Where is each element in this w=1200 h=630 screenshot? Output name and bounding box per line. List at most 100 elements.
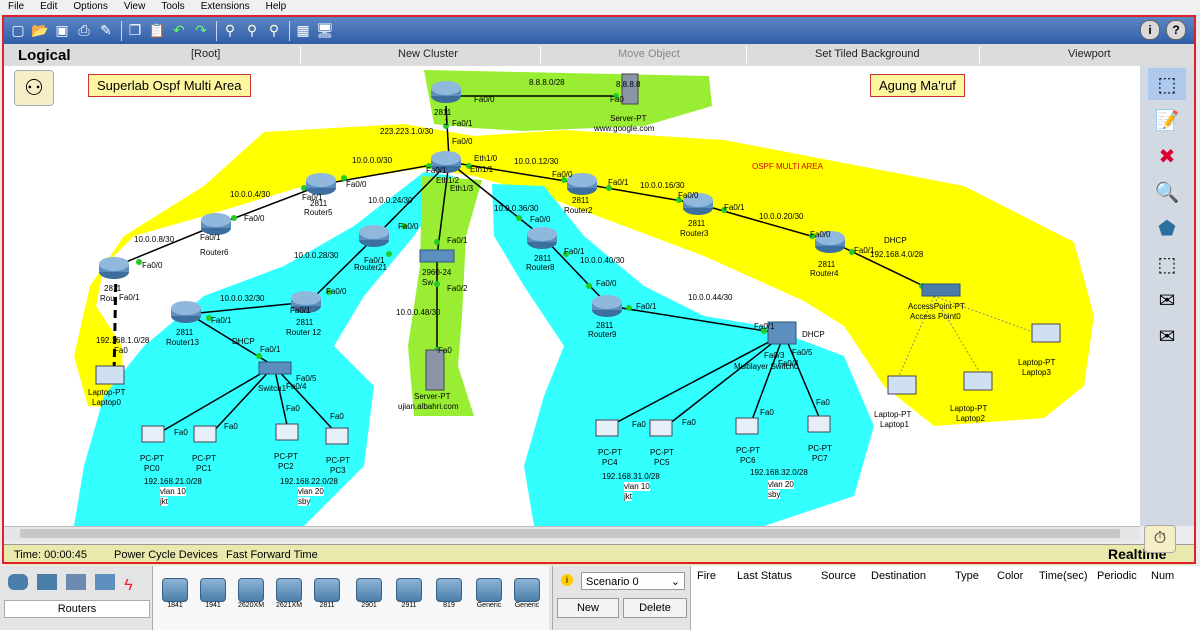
open-icon[interactable]: 📂 xyxy=(31,22,49,38)
select-tool-icon[interactable]: ⬚ xyxy=(1148,68,1186,100)
zoom-reset-icon[interactable]: ⚲ xyxy=(246,22,258,38)
new-icon[interactable]: ▢ xyxy=(11,22,25,38)
router-model-label: 2811 xyxy=(572,196,590,205)
network-label: 192.168.1.0/28 xyxy=(96,336,150,345)
scenario-select[interactable]: Scenario 0 ⌄ xyxy=(581,572,685,590)
menu-tools[interactable]: Tools xyxy=(161,1,185,12)
network-label: 192.168.31.0/28 xyxy=(602,472,660,481)
add-complex-pdu-icon[interactable]: ✉ xyxy=(1158,325,1176,348)
logical-view-icon[interactable]: ⚇ xyxy=(14,70,54,106)
set-tiled-background-button[interactable]: Set Tiled Background xyxy=(815,48,920,60)
note-tool-icon[interactable]: 📝 xyxy=(1154,109,1180,132)
network-label: 223.223.1.0/30 xyxy=(380,127,434,136)
paste-icon[interactable]: 📋 xyxy=(148,22,166,38)
new-scenario-button[interactable]: New xyxy=(557,598,619,618)
model-1941[interactable]: 1941 xyxy=(197,578,229,609)
laptop-label: Laptop-PT xyxy=(88,388,126,397)
help-icon[interactable]: ? xyxy=(1166,20,1186,40)
model-2811[interactable]: 2811 xyxy=(311,578,343,609)
model-819[interactable]: 819 xyxy=(433,578,465,609)
laptop-name-label: Laptop1 xyxy=(880,420,909,429)
draw-shape-tool-icon[interactable]: ⬟ xyxy=(1158,217,1176,240)
router-name-label: Router21 xyxy=(354,263,387,272)
root-button[interactable]: [Root] xyxy=(191,48,221,60)
redo-icon[interactable]: ↷ xyxy=(195,22,207,38)
port-label: Eth1/0 xyxy=(474,154,498,163)
fast-forward-button[interactable]: Fast Forward Time xyxy=(226,549,318,561)
power-cycle-button[interactable]: Power Cycle Devices xyxy=(114,549,218,561)
author-note[interactable]: Agung Ma'ruf xyxy=(870,74,965,97)
delete-tool-icon[interactable]: ✖ xyxy=(1158,145,1176,168)
model-2621xm[interactable]: 2621XM xyxy=(273,578,305,609)
add-simple-pdu-icon[interactable]: ✉ xyxy=(1158,289,1176,312)
new-cluster-button[interactable]: New Cluster xyxy=(398,48,458,60)
logical-tab[interactable]: Logical xyxy=(18,47,71,64)
port-label: Fa0/5 xyxy=(296,374,317,383)
menu-extensions[interactable]: Extensions xyxy=(200,1,250,12)
menu-file[interactable]: File xyxy=(8,1,25,12)
info-icon[interactable]: i xyxy=(1140,20,1160,40)
pc-name-label: PC2 xyxy=(278,462,294,471)
column-header: Last Status xyxy=(737,570,793,582)
scrollbar-thumb[interactable] xyxy=(20,529,1120,538)
network-label: 192.168.4.0/28 xyxy=(870,250,924,259)
vlan-site-label: sby xyxy=(298,497,311,506)
model-2911[interactable]: 2911 xyxy=(393,578,425,609)
model-generic[interactable]: Generic xyxy=(511,578,543,609)
pc-label: PC-PT xyxy=(736,446,760,455)
vlan-label: vlan 20 xyxy=(768,480,794,489)
move-object-button[interactable]: Move Object xyxy=(618,48,680,60)
print-icon[interactable]: ⎙ xyxy=(78,22,90,38)
device-icon[interactable]: 🖥 xyxy=(316,22,334,38)
connections-category-icon[interactable]: ϟ xyxy=(124,577,133,594)
network-label: 10.0.0.32/30 xyxy=(220,294,265,303)
laptop-label: Laptop-PT xyxy=(950,404,988,413)
topology-canvas[interactable]: Superlab Ospf Multi Area Agung Ma'ruf OS… xyxy=(4,66,1140,526)
port-label: Fa0/1 xyxy=(119,293,140,302)
pdu-list-table: Fire Last Status Source Destination Type… xyxy=(690,566,1200,630)
undo-icon[interactable]: ↶ xyxy=(173,22,185,38)
pc-name-label: PC0 xyxy=(144,464,160,473)
menu-help[interactable]: Help xyxy=(265,1,287,12)
laptop-label: Laptop-PT xyxy=(1018,358,1056,367)
delete-scenario-button[interactable]: Delete xyxy=(623,598,687,618)
inspect-tool-icon[interactable]: 🔍 xyxy=(1154,181,1180,204)
menu-edit[interactable]: Edit xyxy=(40,1,58,12)
copy-icon[interactable]: ❐ xyxy=(128,22,142,38)
save-icon[interactable]: ▣ xyxy=(55,22,69,38)
switches-category-icon[interactable] xyxy=(37,574,58,590)
device-categories: ϟ xyxy=(8,574,150,594)
menu-view[interactable]: View xyxy=(123,1,146,12)
port-label: Fa0/4 xyxy=(778,359,799,368)
edit-icon[interactable]: ✎ xyxy=(100,22,112,38)
model-generic[interactable]: Generic xyxy=(473,578,505,609)
laptop-label: Laptop-PT xyxy=(874,410,912,419)
column-header: Color xyxy=(997,570,1024,582)
hubs-category-icon[interactable] xyxy=(66,574,87,590)
model-2901[interactable]: 2901 xyxy=(353,578,385,609)
laptop-name-label: Laptop0 xyxy=(92,398,121,407)
ospf-area-label: OSPF MULTI AREA xyxy=(752,162,823,171)
dhcp-label: DHCP xyxy=(802,330,825,339)
switch-icon xyxy=(258,361,292,375)
model-1841[interactable]: 1841 xyxy=(159,578,191,609)
workspace-frame xyxy=(2,15,1196,564)
menu-options[interactable]: Options xyxy=(73,1,108,12)
resize-tool-icon[interactable]: ⬚ xyxy=(1157,253,1177,276)
model-2620xm[interactable]: 2620XM xyxy=(235,578,267,609)
laptop-name-label: Laptop2 xyxy=(956,414,985,423)
lab-title-note[interactable]: Superlab Ospf Multi Area xyxy=(88,74,251,97)
horizontal-scrollbar[interactable] xyxy=(4,526,1140,541)
port-label: Fa0/1 xyxy=(854,246,875,255)
router-name-label: Router6 xyxy=(200,248,229,257)
realtime-clock-icon[interactable]: ⏱ xyxy=(1144,525,1176,553)
zoom-in-icon[interactable]: ⚲ xyxy=(224,22,236,38)
router-model-label: 2811 xyxy=(104,284,122,293)
palette-icon[interactable]: ▦ xyxy=(296,22,310,38)
wireless-category-icon[interactable] xyxy=(95,574,116,590)
viewport-button[interactable]: Viewport xyxy=(1068,48,1111,60)
port-label: Fa0/4 xyxy=(286,382,307,391)
info-icon[interactable]: i xyxy=(561,574,573,586)
zoom-out-icon[interactable]: ⚲ xyxy=(268,22,280,38)
routers-category-icon[interactable] xyxy=(8,574,28,590)
